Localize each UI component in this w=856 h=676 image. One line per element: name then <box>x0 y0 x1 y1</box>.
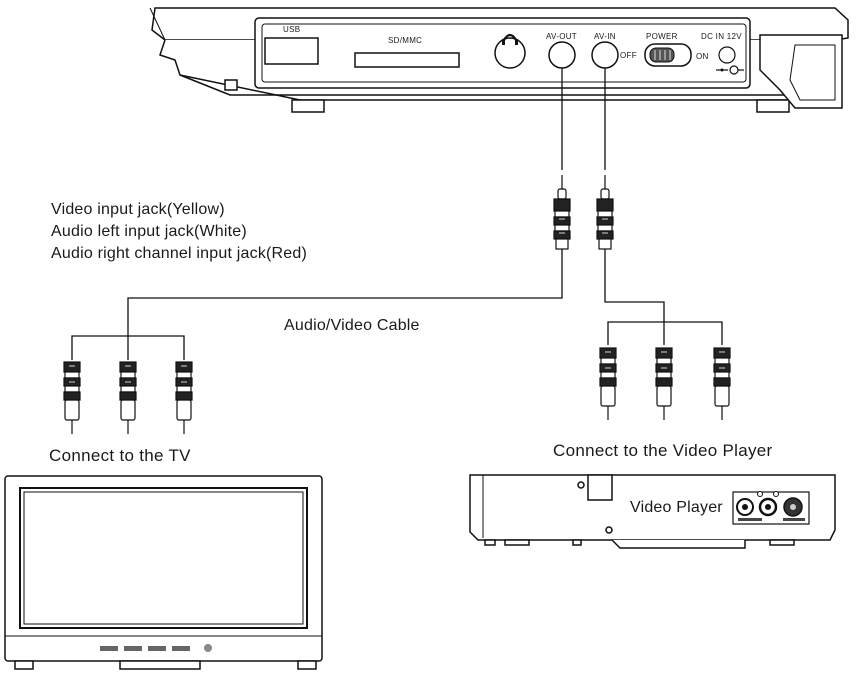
power-switch <box>644 43 692 67</box>
player-plug-3 <box>713 347 731 421</box>
tv-set <box>4 475 323 670</box>
dc-in-symbol-icon <box>716 65 744 75</box>
player-cable-split <box>607 321 723 345</box>
power-off-label: OFF <box>620 51 637 60</box>
av-out-plug <box>553 174 571 250</box>
connect-tv-label: Connect to the TV <box>49 446 191 465</box>
sd-mmc-slot <box>354 52 460 68</box>
cable-label: Audio/Video Cable <box>284 317 420 334</box>
connect-player-label: Connect to the Video Player <box>553 441 773 460</box>
video-player-label: Video Player <box>630 499 723 516</box>
audio-left-jack-label: Audio left input jack(White) <box>51 223 247 240</box>
av-in-jack <box>591 41 619 69</box>
av-in-label: AV-IN <box>594 32 616 41</box>
cable-to-player <box>604 249 665 345</box>
portable-player <box>149 7 849 113</box>
headphone-jack <box>494 33 526 69</box>
power-label: POWER <box>646 32 678 41</box>
av-in-plug <box>596 174 614 250</box>
usb-port <box>264 37 319 65</box>
player-plug-2 <box>655 347 673 421</box>
player-output-jacks <box>736 491 805 521</box>
power-on-label: ON <box>696 52 709 61</box>
av-out-label: AV-OUT <box>546 32 577 41</box>
usb-label: USB <box>283 25 301 34</box>
video-jack-label: Video input jack(Yellow) <box>51 201 225 218</box>
dc-in-jack <box>718 46 736 64</box>
tv-plug-2 <box>119 361 137 435</box>
tv-plug-1 <box>63 361 81 435</box>
dc-in-label: DC IN 12V <box>701 32 742 41</box>
tv-plug-3 <box>175 361 193 435</box>
sd-mmc-label: SD/MMC <box>388 36 423 45</box>
player-plug-1 <box>599 347 617 421</box>
av-out-jack <box>548 41 576 69</box>
audio-right-jack-label: Audio right channel input jack(Red) <box>51 245 308 262</box>
cable-to-tv <box>127 249 563 360</box>
tv-cable-split <box>71 335 185 360</box>
